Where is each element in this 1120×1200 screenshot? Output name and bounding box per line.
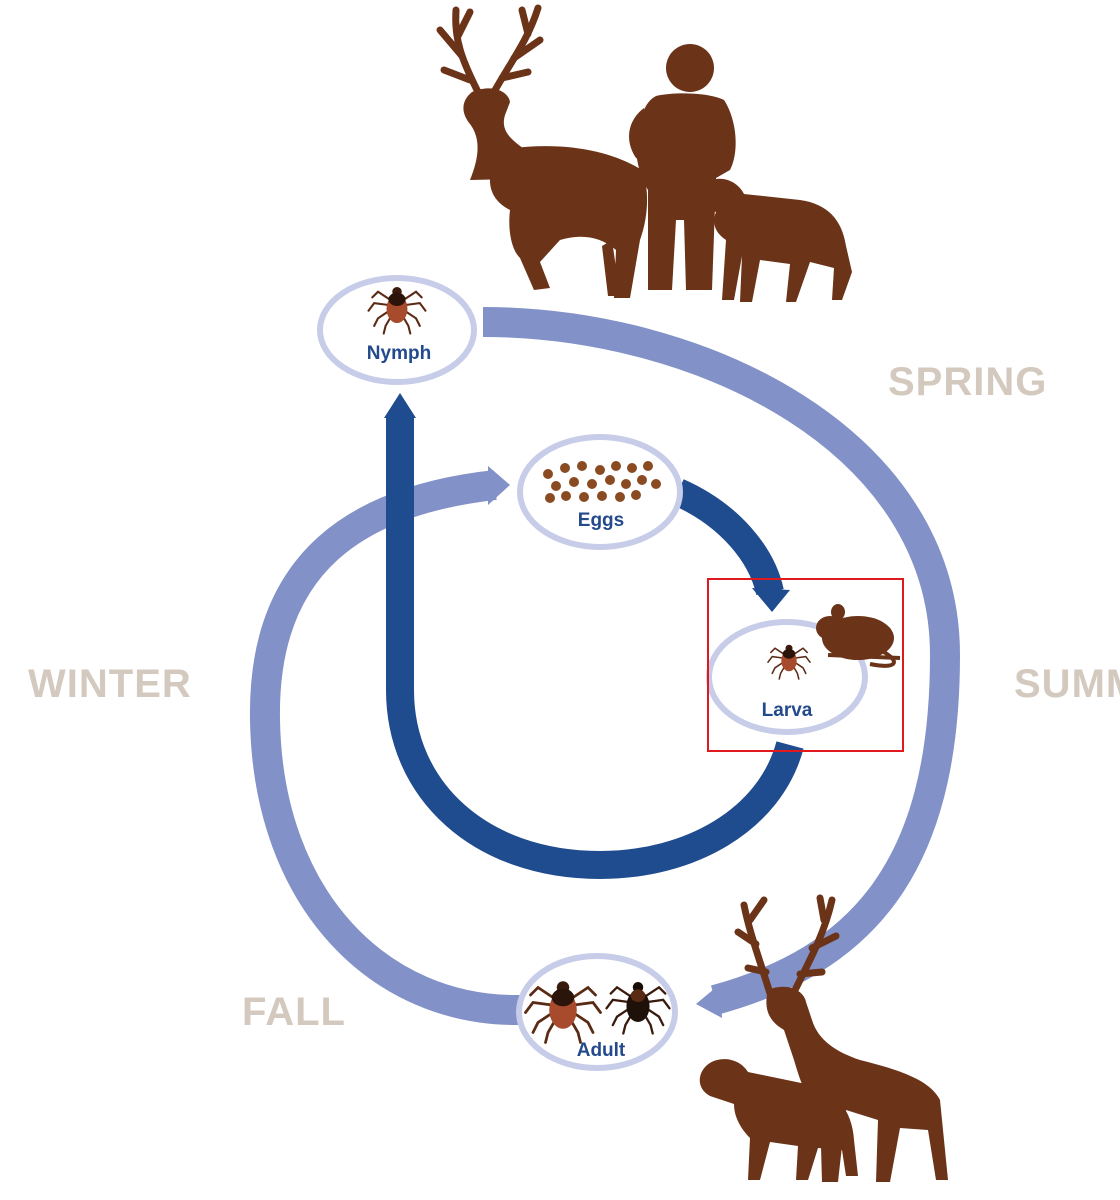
larva-oval	[706, 619, 868, 735]
bottom-deer-icon	[734, 894, 948, 1182]
top-dog-icon	[693, 178, 852, 302]
outer-arrowhead-to-adult	[696, 984, 722, 1018]
outer-cycle-arrow	[249, 307, 961, 1026]
larva-highlight-box	[707, 578, 904, 752]
adult-oval	[516, 953, 678, 1071]
inner-arrowhead-to-nymph	[384, 393, 416, 418]
bottom-dog-icon	[699, 1059, 858, 1180]
season-fall: FALL	[242, 990, 346, 1034]
stage-label-adult: Adult	[576, 1040, 626, 1061]
inner-arrowhead-to-larva	[752, 588, 790, 612]
nymph-oval	[317, 275, 477, 385]
season-summer: SUMM	[1014, 662, 1120, 706]
season-winter: WINTER	[28, 662, 192, 706]
eggs-oval	[517, 434, 683, 550]
mouse-icon	[816, 604, 901, 668]
season-spring: SPRING	[888, 360, 1048, 404]
top-deer-icon	[436, 4, 648, 298]
stage-label-nymph: Nymph	[366, 343, 432, 364]
egg-cluster-icon	[543, 461, 661, 503]
stage-label-eggs: Eggs	[577, 510, 625, 531]
stage-label-larva: Larva	[761, 700, 813, 721]
top-person-icon	[629, 44, 736, 290]
outer-arrowhead-to-eggs	[488, 466, 510, 505]
